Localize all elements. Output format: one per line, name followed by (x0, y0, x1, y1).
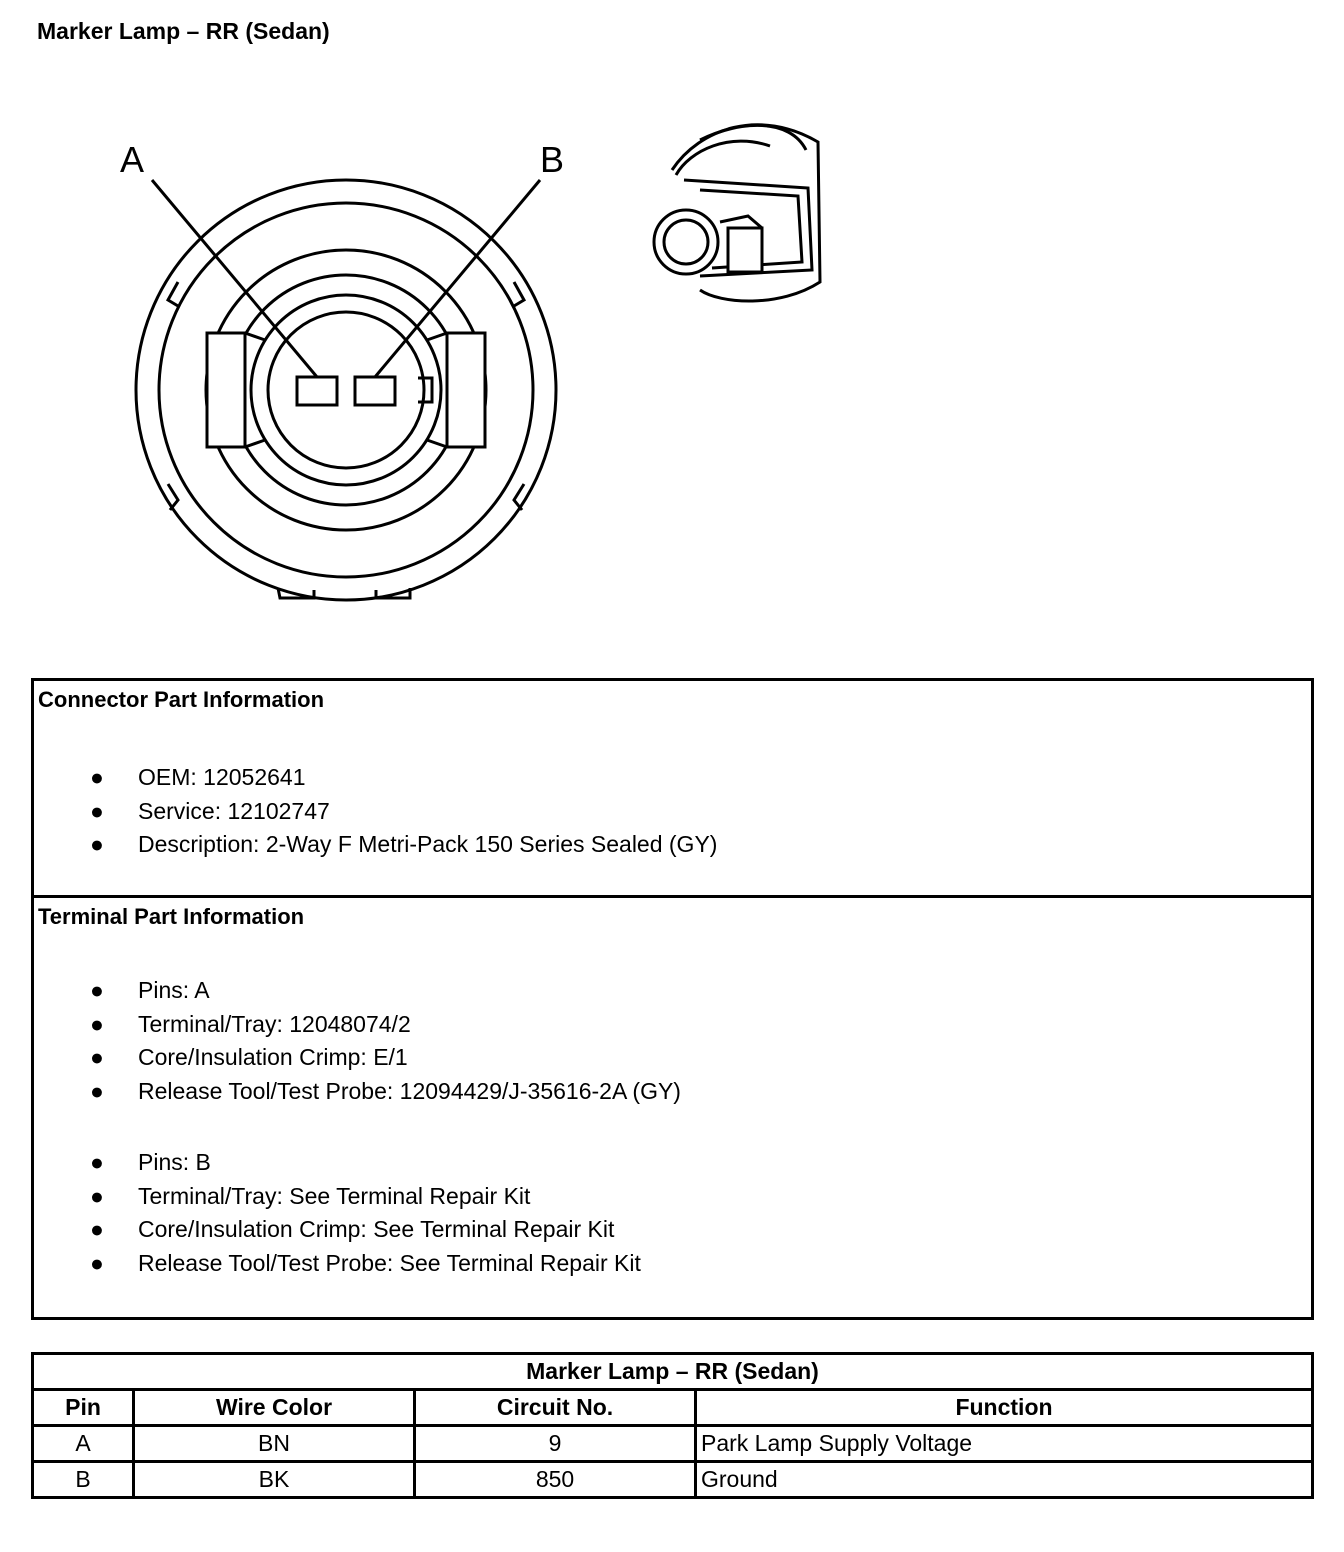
list-item: ●Terminal/Tray: See Terminal Repair Kit (34, 1180, 1311, 1214)
terminal-heading: Terminal Part Information (38, 904, 305, 929)
bullet: ● (90, 764, 104, 790)
bullet: ● (90, 1182, 104, 1209)
rim-notch (512, 281, 527, 308)
header-circuit-no: Circuit No. (413, 1388, 697, 1427)
bullet: ● (90, 1216, 104, 1242)
list-item: ●Core/Insulation Crimp: See Terminal Rep… (34, 1213, 1311, 1247)
terminal-info-list-a: ●Pins: A ●Terminal/Tray: 12048074/2 ●Cor… (34, 974, 1311, 1108)
list-item: ●Terminal/Tray: 12048074/2 (34, 1008, 1311, 1042)
table-row: B BK 850 Ground (31, 1460, 1314, 1499)
pin-table: Marker Lamp – RR (Sedan) Pin Wire Color … (31, 1352, 1314, 1499)
right-latch (445, 331, 487, 449)
bullet: ● (90, 797, 104, 824)
connector-rim (157, 201, 535, 579)
connector-ring-2 (229, 273, 463, 507)
list-item: ●Service: 12102747 (34, 795, 1311, 829)
bullet: ● (90, 1249, 104, 1276)
table-row: A BN 9 Park Lamp Supply Voltage (31, 1424, 1314, 1463)
list-item: ●Pins: B (34, 1146, 1311, 1180)
list-item: ●Release Tool/Test Probe: See Terminal R… (34, 1247, 1311, 1281)
list-item: ●Description: 2-Way F Metri-Pack 150 Ser… (34, 828, 1311, 862)
bullet: ● (90, 1044, 104, 1070)
header-pin: Pin (31, 1388, 135, 1427)
bottom-tab (276, 587, 316, 600)
bottom-tab (374, 588, 412, 600)
connector-diagram: A B (120, 123, 822, 602)
connector-info-list: ●OEM: 12052641 ●Service: 12102747 ●Descr… (34, 761, 1311, 862)
list-item: ●Pins: A (34, 974, 1311, 1008)
terminal-info-box: Terminal Part Information ●Pins: A ●Term… (31, 895, 1314, 1320)
terminal-info-list-b: ●Pins: B ●Terminal/Tray: See Terminal Re… (34, 1146, 1311, 1280)
leader-line-a (150, 179, 319, 378)
header-function: Function (694, 1388, 1314, 1427)
bullet: ● (90, 831, 104, 857)
rim-notch (166, 483, 180, 511)
list-item: ●Core/Insulation Crimp: E/1 (34, 1041, 1311, 1075)
rim-notch (165, 281, 180, 308)
header-wire-color: Wire Color (132, 1388, 416, 1427)
connector-info-box: Connector Part Information ●OEM: 1205264… (31, 678, 1314, 898)
left-latch (205, 331, 247, 449)
cavity-a (295, 375, 339, 407)
bullet: ● (90, 1149, 104, 1175)
connector-ring-3 (249, 293, 443, 487)
connector-inner-ring (266, 310, 426, 470)
connector-ring-1 (204, 248, 488, 532)
list-item: ●OEM: 12052641 (34, 761, 1311, 795)
rim-notch (512, 483, 526, 511)
connector-heading: Connector Part Information (38, 687, 325, 712)
pin-label-b: B (540, 139, 564, 180)
pin-label-a: A (120, 139, 144, 180)
leader-line-b (373, 179, 542, 378)
connector-outer-ring (134, 178, 558, 602)
bullet: ● (90, 1010, 104, 1037)
bullet: ● (90, 1077, 104, 1104)
list-item: ●Release Tool/Test Probe: 12094429/J-356… (34, 1075, 1311, 1109)
page-title: Marker Lamp – RR (Sedan) (37, 18, 330, 44)
cavity-b (353, 375, 397, 407)
connector-3d-view (652, 123, 822, 303)
bullet: ● (90, 977, 104, 1003)
table-title: Marker Lamp – RR (Sedan) (31, 1352, 1314, 1391)
